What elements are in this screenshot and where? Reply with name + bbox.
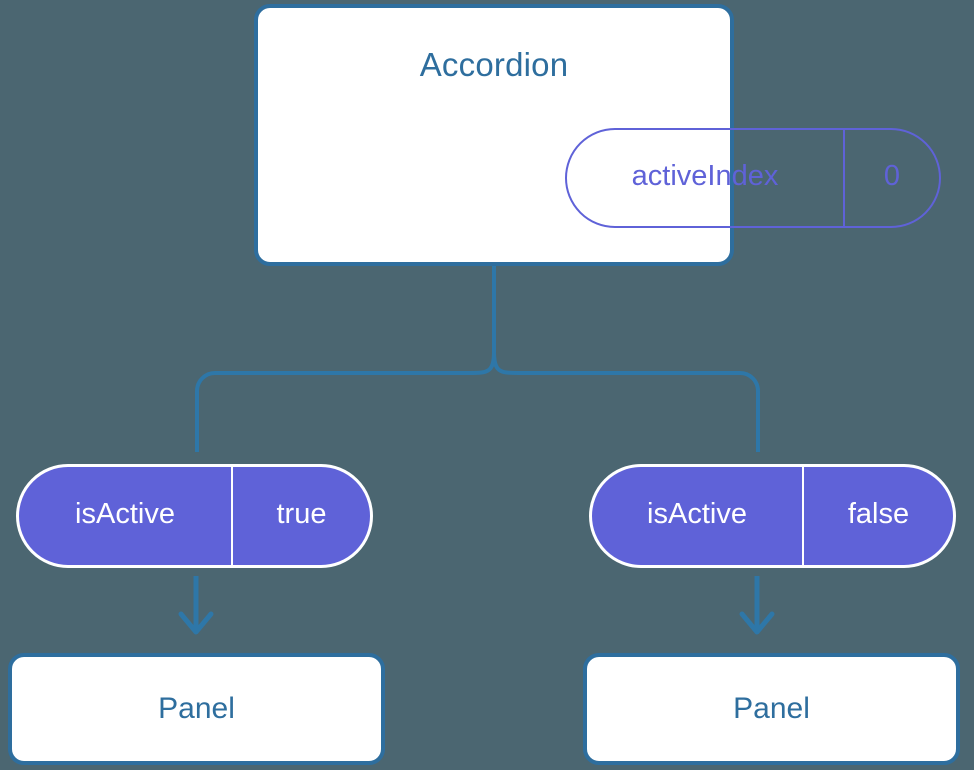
panel-label: Panel [158,692,235,725]
accordion-title: Accordion [419,46,569,83]
prop-name: isActive [19,467,233,565]
prop-value: false [847,498,910,530]
prop-name: activeIndex [567,130,845,226]
panel-label: Panel [733,692,810,725]
panel-node-right[interactable]: Panel [583,653,960,765]
panel-node-left[interactable]: Panel [8,653,385,765]
prop-pill-is-active-true[interactable]: isActive true [16,464,373,568]
prop-pill-is-active-false[interactable]: isActive false [589,464,956,568]
prop-pill-active-index[interactable]: activeIndex 0 [565,128,941,228]
prop-value: 0 [883,160,901,192]
prop-name: isActive [592,467,804,565]
arrow-right-down [739,576,775,635]
arrow-left-down [178,576,214,635]
prop-value: true [276,498,327,530]
accordion-node[interactable]: Accordion activeIndex 0 [254,4,941,266]
